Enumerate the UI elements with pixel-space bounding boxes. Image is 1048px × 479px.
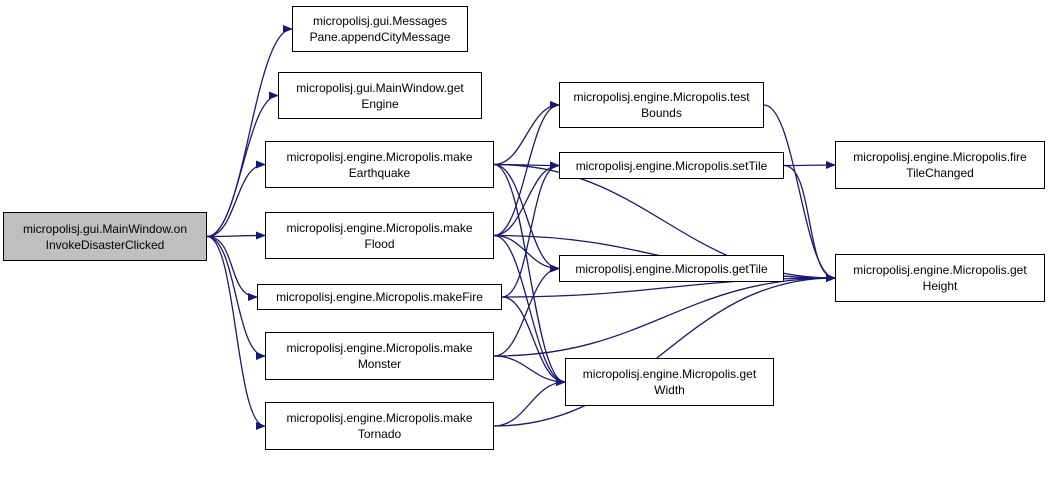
edge-on_invoke-to-make_earthquake — [206, 160, 266, 238]
node-set-tile[interactable]: micropolisj.engine.Micropolis.setTile — [559, 152, 784, 179]
edge-make_fire-to-set_tile — [501, 161, 560, 298]
node-label-line2: Flood — [364, 236, 395, 251]
node-label-line1: micropolisj.engine.Micropolis.getTile — [575, 261, 768, 276]
node-label-line1: micropolisj.engine.Micropolis.get — [853, 263, 1027, 277]
node-label-line2: Monster — [357, 357, 402, 371]
node-label-line2: Height — [922, 279, 958, 293]
node-get-tile[interactable]: micropolisj.engine.Micropolis.getTile — [559, 255, 784, 282]
node-make-tornado[interactable]: micropolisj.engine.Micropolis.make Torna… — [265, 402, 494, 450]
edge-make_earthquake-to-get_width — [493, 163, 566, 386]
node-make-monster[interactable]: micropolisj.engine.Micropolis.make Monst… — [265, 332, 494, 380]
edge-set_tile-to-fire_tile_changed — [783, 161, 836, 170]
node-fire-tile-changed[interactable]: micropolisj.engine.Micropolis.fire TileC… — [835, 141, 1045, 189]
node-label-line2: Engine — [361, 96, 399, 111]
node-label-line2: Width — [654, 383, 685, 397]
edge-on_invoke-to-make_monster — [206, 235, 266, 360]
node-make-flood[interactable]: micropolisj.engine.Micropolis.make Flood — [265, 212, 494, 259]
edge-make_flood-to-get_width — [493, 234, 566, 386]
edge-set_tile-to-get_height — [783, 164, 836, 282]
node-label-line1: micropolisj.engine.Micropolis.make — [286, 220, 473, 235]
edge-on_invoke-to-append_msg — [206, 25, 293, 238]
edge-make_monster-to-get_height — [493, 274, 836, 357]
edge-on_invoke-to-make_tornado — [206, 235, 266, 430]
node-label-line1: micropolisj.engine.Micropolis.fire — [853, 150, 1027, 164]
node-label-line1: micropolisj.engine.Micropolis.make — [286, 411, 473, 425]
node-get-width[interactable]: micropolisj.engine.Micropolis.get Width — [565, 358, 774, 406]
edge-make_tornado-to-get_width — [493, 378, 566, 427]
node-get-height[interactable]: micropolisj.engine.Micropolis.get Height — [835, 254, 1045, 302]
node-label-line1: micropolisj.engine.Micropolis.make — [286, 341, 473, 355]
edge-test_bounds-to-get_height — [763, 104, 836, 282]
node-label-line1: micropolisj.engine.Micropolis.makeFire — [276, 290, 483, 304]
node-label-line2: InvokeDisasterClicked — [45, 237, 165, 252]
node-label-line1: micropolisj.gui.MainWindow.on — [22, 221, 188, 236]
node-label-line1: micropolisj.engine.Micropolis.setTile — [575, 158, 768, 173]
node-make-earthquake[interactable]: micropolisj.engine.Micropolis.make Earth… — [265, 141, 494, 188]
node-label-line1: micropolisj.engine.Micropolis.test — [573, 90, 750, 104]
node-label-line1: micropolisj.engine.Micropolis.get — [582, 367, 757, 381]
edge-on_invoke-to-get_engine — [206, 91, 279, 238]
node-on-invoke-disaster-clicked[interactable]: micropolisj.gui.MainWindow.on InvokeDisa… — [3, 212, 207, 261]
edge-make_flood-to-test_bounds — [493, 101, 560, 237]
edge-make_monster-to-get_tile — [493, 264, 560, 357]
edge-make_earthquake-to-get_tile — [493, 163, 560, 273]
edge-make_tornado-to-get_height — [493, 274, 836, 427]
node-label-line2: Earthquake — [348, 165, 411, 180]
edge-make_fire-to-get_width — [501, 296, 566, 386]
node-append-city-message[interactable]: micropolisj.gui.Messages Pane.appendCity… — [292, 6, 468, 52]
edge-on_invoke-to-make_flood — [206, 231, 266, 240]
node-label-line2: Bounds — [641, 106, 682, 120]
edge-on_invoke-to-make_fire — [206, 235, 258, 301]
node-make-fire[interactable]: micropolisj.engine.Micropolis.makeFire — [257, 284, 502, 310]
node-label-line1: micropolisj.engine.Micropolis.make — [286, 149, 473, 164]
node-label-line2: TileChanged — [906, 166, 974, 180]
node-label-line2: Pane.appendCityMessage — [309, 30, 451, 44]
edge-make_earthquake-to-test_bounds — [493, 101, 560, 166]
node-test-bounds[interactable]: micropolisj.engine.Micropolis.test Bound… — [559, 82, 764, 128]
node-get-engine[interactable]: micropolisj.gui.MainWindow.get Engine — [278, 72, 482, 119]
node-label-line1: micropolisj.gui.Messages — [312, 14, 448, 28]
edge-make_flood-to-set_tile — [493, 161, 560, 237]
node-label-line1: micropolisj.gui.MainWindow.get — [296, 80, 464, 95]
node-label-line2: Tornado — [357, 427, 402, 441]
